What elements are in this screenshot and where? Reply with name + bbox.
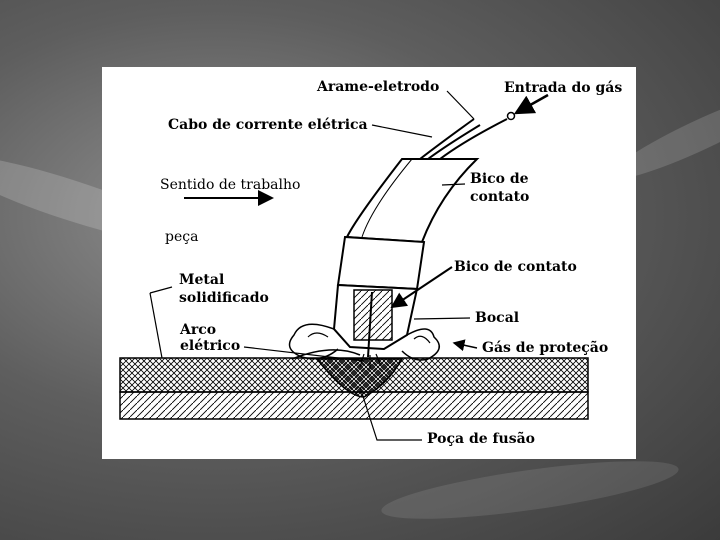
label-bico-contato-upper-2: contato [470,190,529,205]
contact-tip [354,290,392,340]
leader-metal-solidificado-drop [150,293,162,358]
gas-line [440,119,507,159]
label-bico-contato-lower: Bico de contato [454,260,577,275]
leader-metal-solidificado [150,287,172,293]
label-peca: peça [165,230,198,245]
shielding-gas-cloud-left-inner [308,333,328,337]
label-metal-solidificado-1: Metal [179,273,224,288]
workpiece-lower-layer [120,392,588,419]
label-entrada-gas: Entrada do gás [504,81,622,96]
label-poca-fusao: Poça de fusão [427,432,535,447]
leader-bocal [414,318,470,319]
label-cabo-corrente: Cabo de corrente elétrica [168,118,368,133]
welding-diagram-panel: Arame-eletrodo Entrada do gás Cabo de co… [102,67,636,459]
label-bocal: Bocal [475,311,519,326]
gas-inlet-port [508,113,515,120]
arrow-gas-protecao [454,343,477,348]
leader-cabo-corrente [372,125,432,137]
label-arco-eletrico-1: Arco [180,323,216,338]
background-streak-3 [379,449,682,530]
leader-arame-eletrodo [447,91,474,119]
label-arco-eletrico-2: elétrico [180,339,240,354]
torch-hose [347,159,477,242]
shielding-gas-cloud-right-inner [414,336,430,343]
label-arame-eletrodo: Arame-eletrodo [317,80,439,95]
cable-wire [428,125,480,159]
label-gas-protecao: Gás de proteção [482,341,608,356]
label-sentido-trabalho: Sentido de trabalho [160,178,300,193]
label-metal-solidificado-2: solidificado [179,291,269,306]
leader-entrada-gas [516,95,548,113]
torch-body [338,237,424,289]
label-bico-contato-upper-1: Bico de [470,172,529,187]
